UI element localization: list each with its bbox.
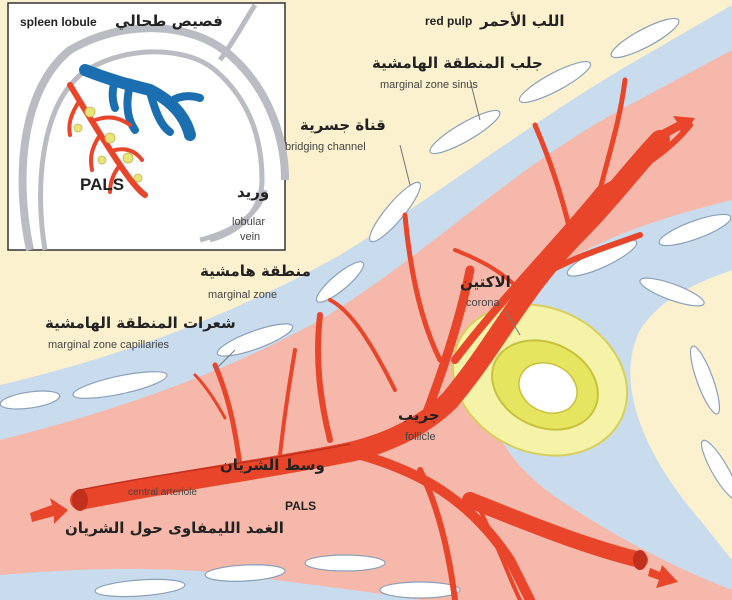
inset-title-en: spleen lobule	[20, 15, 97, 29]
central-artery-ar: وسط الشريان	[220, 456, 325, 474]
red-pulp-en: red pulp	[425, 14, 472, 28]
inset-vein-en-2: vein	[240, 231, 260, 243]
spleen-lobule-inset	[8, 3, 285, 250]
corona-ar: الاكتين	[460, 273, 511, 291]
sinus-ar: جلب المنطقة الهامشية	[372, 54, 543, 72]
pals-label-ar: الغمد الليمفاوى حول الشريان	[65, 519, 284, 537]
pals-label-en: PALS	[285, 499, 316, 513]
inset-title-ar: فصيص طحالي	[115, 12, 223, 30]
central-artery-en: central arteriole	[128, 487, 197, 498]
bridging-en: bridging channel	[285, 141, 366, 153]
follicle-ar: جريب	[398, 406, 440, 424]
follicle-en: follicle	[405, 431, 436, 443]
sinus-en: marginal zone sinus	[380, 79, 478, 91]
marginal-zone-ar: منطقة هامشية	[200, 262, 311, 280]
artery-opening-left	[72, 489, 88, 511]
inset-vein-ar: وريد	[237, 183, 269, 201]
capillaries-ar: شعرات المنطقة الهامشية	[45, 314, 236, 332]
bridging-ar: قناة جسرية	[300, 116, 386, 134]
red-pulp-ar: اللب الأحمر	[479, 12, 565, 30]
corona-en: corona	[466, 297, 501, 309]
capillaries-en: marginal zone capillaries	[48, 339, 170, 351]
artery-opening-right	[633, 550, 647, 570]
marginal-zone-en: marginal zone	[208, 289, 277, 301]
inset-vein-en-1: lobular	[232, 216, 265, 228]
inset-pals-label: PALS	[80, 175, 124, 194]
